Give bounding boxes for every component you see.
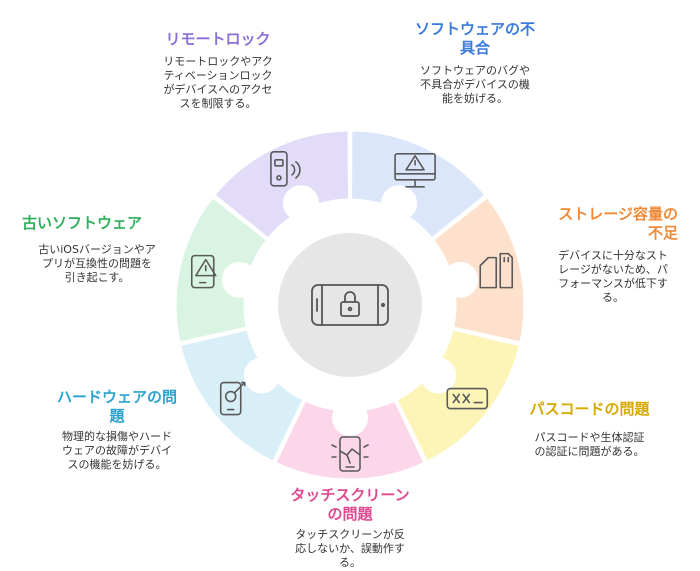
desc-line: 物理的な損傷やハード [62,430,172,443]
desc-line: プリが互換性の問題を [42,257,152,270]
segment-notch [332,400,368,436]
storage-title: ストレージ容量の 不足 [528,205,678,243]
title-line: タッチスクリーン [290,486,410,504]
label-touchscreen: タッチスクリーン の問題 タッチスクリーンが反 応しないか、誤動作す る。 [275,486,425,570]
segment-touchscreen [272,397,428,482]
label-passcode: パスコードの問題 パスコードや生体認証 の認証に問題がある。 [512,400,667,459]
title-line: 具合 [459,39,490,57]
software-bug-title: ソフトウェアの不 具合 [400,20,550,58]
title-line: ストレージ容量の [558,205,678,223]
desc-line: ソフトウェアのバグや [420,64,530,77]
label-old-software: 古いソフトウェア 古いiOSバージョンやア プリが互換性の問題を 引き起こす。 [22,214,172,285]
desc-line: パスコードや生体認証 [534,431,645,444]
label-storage: ストレージ容量の 不足 デバイスに十分なスト レージがないため、パ フォーマンス… [528,205,678,305]
touchscreen-title: タッチスクリーン の問題 [275,486,425,524]
title-line: ソフトウェアの不 [414,20,535,38]
title-line: ハードウェアの問 [56,388,177,406]
desc-line: る。 [602,291,624,304]
desc-line: 能を妨げる。 [442,92,508,105]
desc-line: 不具合がデバイスの機 [420,78,530,91]
storage-desc: デバイスに十分なスト レージがないため、パ フォーマンスが低下す る。 [548,249,678,305]
segment-old-software [173,194,270,345]
phone-signal-icon [270,151,301,187]
center-disk [278,233,422,377]
desc-line: ウェアの故障がデバイ [62,444,172,457]
segment-hardware [177,327,306,465]
label-hardware: ハードウェアの問 題 物理的な損傷やハード ウェアの故障がデバイ スの機能を妨げ… [42,388,192,472]
cracked-phone-icon [331,436,369,472]
remote-lock-title: リモートロック [165,30,271,48]
phone-warning-icon [190,254,217,289]
desc-line: の認証に問題がある。 [534,445,645,458]
segment-storage [430,194,527,345]
hardware-desc: 物理的な損傷やハード ウェアの故障がデバイ スの機能を妨げる。 [42,430,192,472]
label-remote-lock: リモートロック リモートロックやアク ティベーションロック がデバイスへのアクセ… [148,30,288,111]
sd-card-icon [479,252,514,289]
title-line: 題 [109,407,125,425]
desc-line: 引き起こす。 [64,271,130,284]
title-line: の問題 [327,505,373,523]
old-software-desc: 古いiOSバージョンやア プリが互換性の問題を 引き起こす。 [22,243,172,285]
remote-lock-desc: リモートロックやアク ティベーションロック がデバイスへのアクセ スを制限する。 [148,55,288,111]
desc-line: 応しないか、誤動作す [295,542,405,555]
title-line: 不足 [647,224,678,242]
desc-line: スの機能を妨げる。 [67,458,167,471]
old-software-title: 古いソフトウェア [22,214,143,232]
desc-line: リモートロックやアク [163,55,273,68]
passcode-desc: パスコードや生体認証 の認証に問題がある。 [512,431,667,459]
desc-line: る。 [339,556,361,569]
desc-line: レージがないため、パ [558,263,668,276]
passcode-title: パスコードの問題 [529,400,650,418]
segment-software-bug [349,128,489,242]
desc-line: フォーマンスが低下す [558,277,668,290]
label-software-bug: ソフトウェアの不 具合 ソフトウェアのバグや 不具合がデバイスの機 能を妨げる。 [400,20,550,106]
desc-line: 古いiOSバージョンやア [38,243,156,256]
desc-line: デバイスに十分なスト [558,249,668,262]
segment-remote-lock [211,128,351,242]
locked-phone-icon [311,284,389,326]
phone-repair-icon [219,381,246,416]
passcode-icon [446,387,489,410]
desc-line: ティベーションロック [163,69,273,82]
monitor-warning-icon [394,153,436,188]
desc-line: スを制限する。 [179,97,257,110]
software-bug-desc: ソフトウェアのバグや 不具合がデバイスの機 能を妨げる。 [400,64,550,106]
desc-line: タッチスクリーンが反 [295,528,405,541]
hardware-title: ハードウェアの問 題 [42,388,192,426]
touchscreen-desc: タッチスクリーンが反 応しないか、誤動作す る。 [275,528,425,570]
desc-line: がデバイスへのアクセ [163,83,273,96]
